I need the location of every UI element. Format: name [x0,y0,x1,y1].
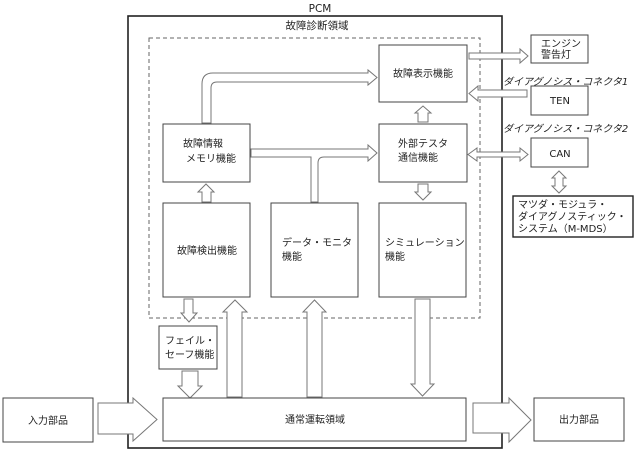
fail-safe-label-line2: セーフ機能 [165,348,214,361]
arrow-can-mmds-bidirectional [550,170,568,194]
m-mds-label-line1: マツダ・モジュラ・ [518,198,607,211]
arrow-tester-can-bidirectional [467,146,529,163]
data-monitor-box: データ・モニタ 機能 [270,202,359,298]
engine-warning-light-box: エンジン 警告灯 [530,34,589,64]
external-tester-label-line2: 通信機能 [398,151,438,164]
arrow-failsafe-to-normal [176,370,204,399]
simulation-box: シミュレーション 機能 [378,202,467,298]
fault-display-box: 故障表示機能 [378,44,468,103]
ten-label: TEN [549,96,570,107]
pcm-region [127,15,503,449]
external-tester-box: 外部テスタ 通信機能 [378,123,468,183]
output-parts-box: 出力部品 [533,397,625,442]
normal-operation-label: 通常運転領域 [285,413,345,426]
simulation-label-line1: シミュレーション [385,238,465,249]
m-mds-label-line2: ダイアグノスティック・ [518,210,627,223]
diagnosis-area-region [148,37,481,319]
arrow-tester-to-display [413,105,433,123]
pcm-label: PCM [309,3,332,15]
m-mds-label-line3: システム（M-MDS） [518,223,613,235]
ten-box: TEN [530,85,589,116]
connector2-label: ダイアグノシス・コネクタ2 [503,123,628,135]
arrow-display-to-engine-light [468,47,529,65]
simulation-label-line2: 機能 [385,250,405,263]
fault-memory-label-line2: メモリ機能 [186,152,236,165]
arrow-simulation-to-normal [409,298,436,397]
input-parts-label: 入力部品 [28,414,68,427]
fault-memory-box: 故障情報 メモリ機能 [162,123,251,183]
can-label: CAN [549,149,570,160]
arrow-ten-to-display [468,84,528,103]
arrow-memory-monitor-to-tester [250,143,378,203]
engine-warning-light-label-line1: エンジン [541,39,581,50]
connector1-label: ダイアグノシス・コネクタ1 [503,76,628,88]
arrow-detection-to-memory [196,183,216,203]
fault-detection-box: 故障検出機能 [162,202,251,298]
fail-safe-box: フェイル・ セーフ機能 [158,325,218,370]
input-parts-box: 入力部品 [2,397,94,443]
engine-warning-light-label-line2: 警告灯 [541,48,571,61]
arrow-normal-to-monitor [301,299,328,398]
fault-memory-label-line1: 故障情報 [183,137,223,150]
diagnosis-area-label: 故障診断領域 [286,19,349,32]
m-mds-box: マツダ・モジュラ・ ダイアグノスティック・ システム（M-MDS） [512,195,634,238]
arrow-memory-to-display [201,68,378,124]
arrow-input-to-normal [97,396,158,443]
arrow-tester-to-simulation [413,183,433,201]
output-parts-label: 出力部品 [559,413,599,426]
fail-safe-label-line1: フェイル・ [165,336,215,347]
can-box: CAN [530,137,589,168]
data-monitor-label-line2: 機能 [282,250,302,263]
arrow-normal-to-output [472,396,532,444]
data-monitor-label-line1: データ・モニタ [282,236,352,249]
external-tester-label-line1: 外部テスタ [398,137,448,150]
arrow-normal-to-detection [221,299,249,398]
fault-detection-label: 故障検出機能 [177,244,237,257]
arrow-detection-to-failsafe [179,298,199,323]
fault-display-label: 故障表示機能 [393,67,453,80]
normal-operation-box: 通常運転領域 [162,397,467,442]
